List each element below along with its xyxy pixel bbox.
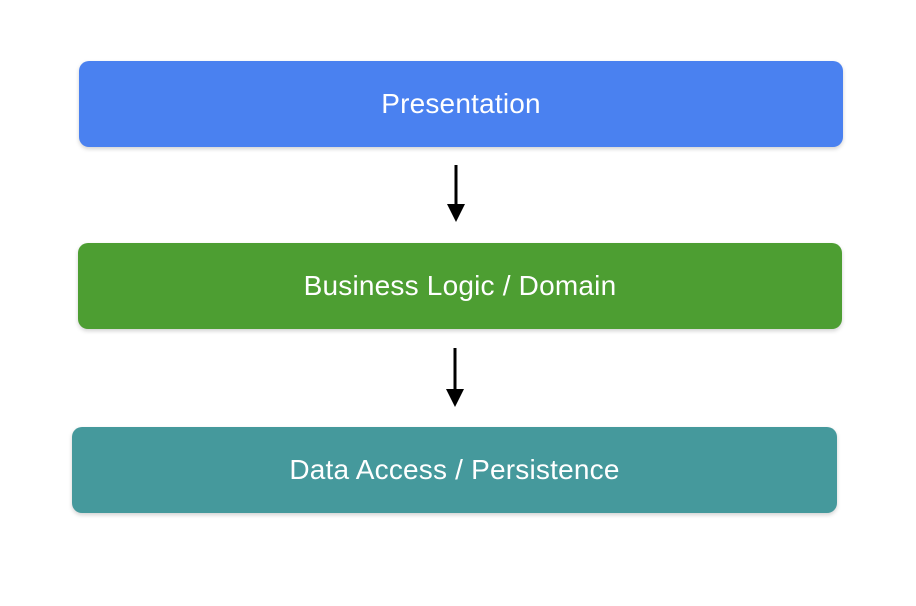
layer-label-data-access: Data Access / Persistence [289,454,620,485]
layer-box-presentation: Presentation [79,61,843,147]
layer-box-data-access: Data Access / Persistence [72,427,837,513]
arrow-down-icon [447,165,465,222]
arrow-head [446,389,464,407]
layer-label-business-logic: Business Logic / Domain [303,270,617,301]
arrow-down-icon [446,348,464,407]
arrow-head [447,204,465,222]
layer-label-presentation: Presentation [381,88,541,119]
layer-box-business-logic: Business Logic / Domain [78,243,842,329]
